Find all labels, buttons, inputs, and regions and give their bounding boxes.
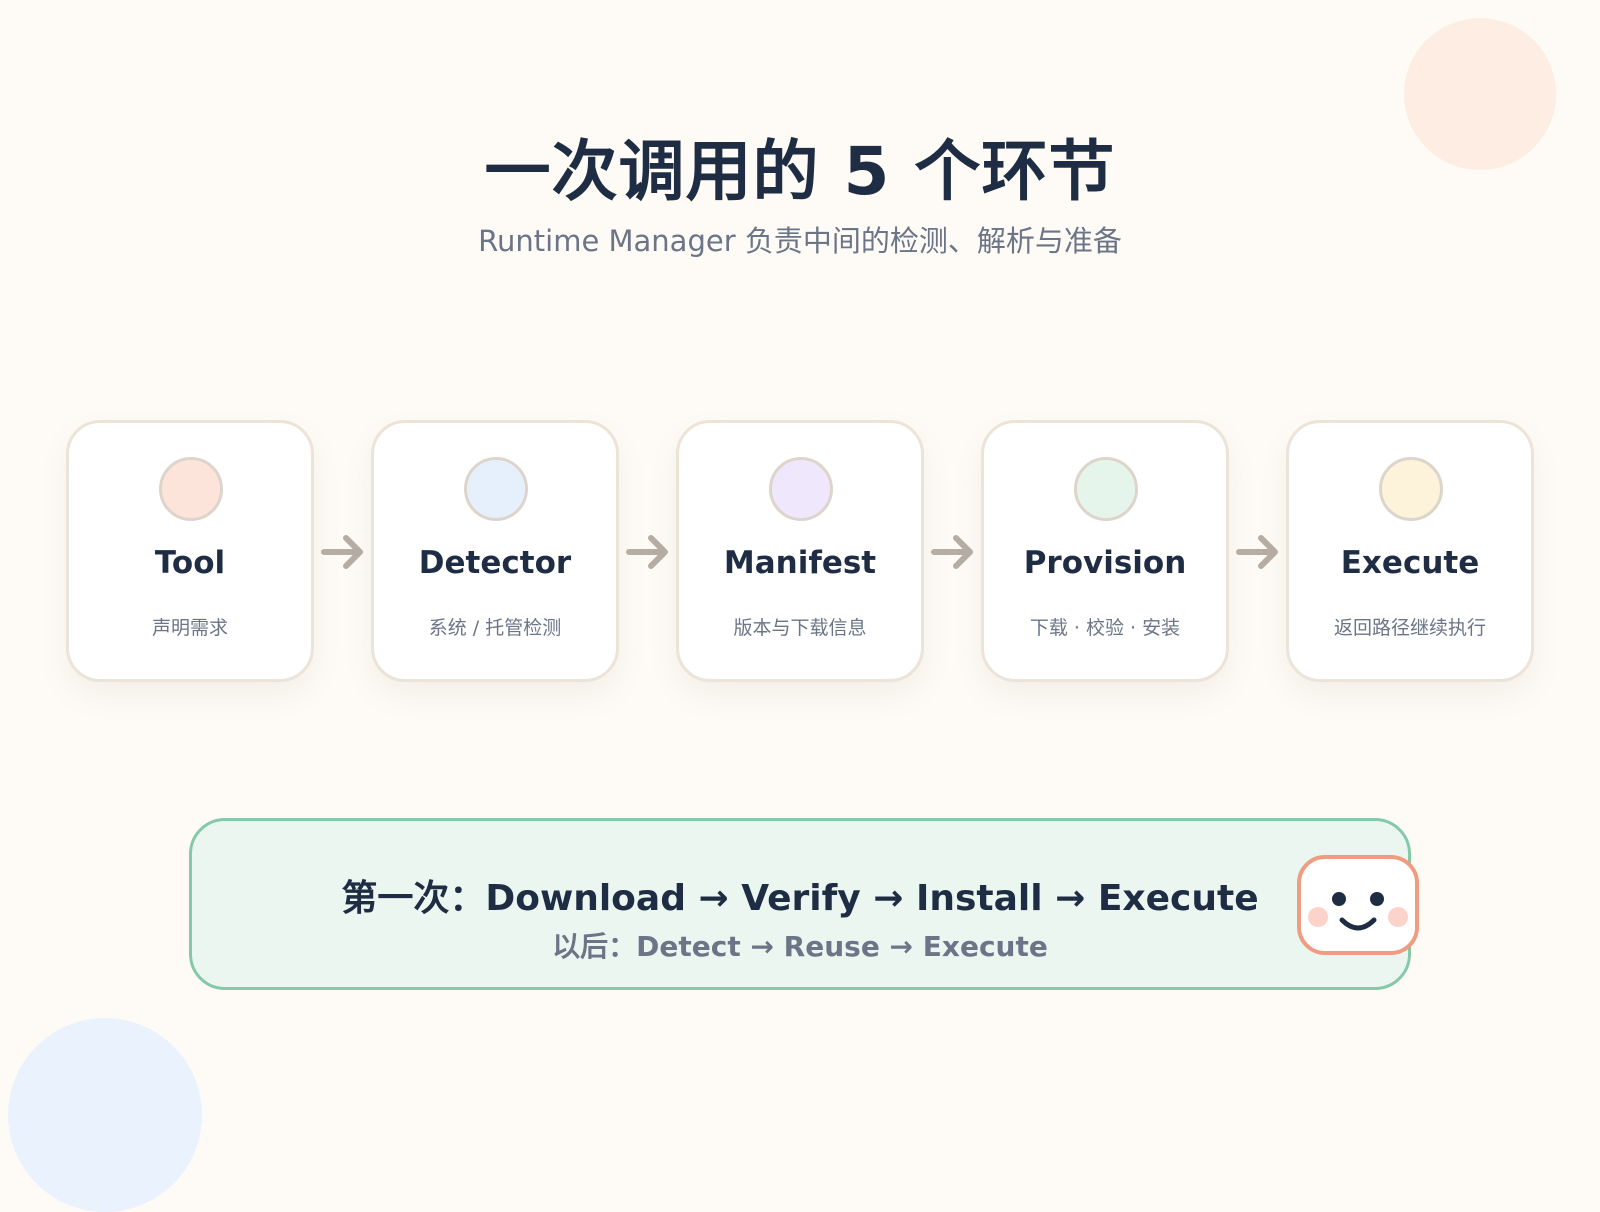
step-card-manifest: Manifest 版本与下载信息 xyxy=(676,420,924,682)
step-dot-provision xyxy=(1074,457,1138,521)
arrow-right-icon xyxy=(931,535,973,569)
page-subtitle: Runtime Manager 负责中间的检测、解析与准备 xyxy=(478,224,1122,258)
step-name: Provision xyxy=(1023,545,1187,581)
step-card-provision: Provision 下载 · 校验 · 安装 xyxy=(981,420,1229,682)
step-name: Detector xyxy=(418,545,572,581)
decorative-circle-bottom-left xyxy=(8,1018,202,1212)
step-dot-detector xyxy=(464,457,528,521)
run-summary-banner: 第一次：Download → Verify → Install → Execut… xyxy=(189,818,1411,990)
step-dot-execute xyxy=(1379,457,1443,521)
step-dot-tool xyxy=(159,457,223,521)
later-runs-text: 以后：Detect → Reuse → Execute xyxy=(552,930,1048,963)
step-dot-manifest xyxy=(769,457,833,521)
step-desc: 版本与下载信息 xyxy=(733,617,867,639)
arrow-right-icon xyxy=(1236,535,1278,569)
step-card-tool: Tool 声明需求 xyxy=(66,420,314,682)
step-desc: 声明需求 xyxy=(151,617,228,639)
pipeline-flow: Tool 声明需求 Detector 系统 / 托管检测 Manifest 版本… xyxy=(66,420,1536,684)
step-name: Execute xyxy=(1340,545,1480,581)
page-title: 一次调用的 5 个环节 xyxy=(484,133,1116,210)
step-card-execute: Execute 返回路径继续执行 xyxy=(1286,420,1534,682)
step-desc: 下载 · 校验 · 安装 xyxy=(1029,617,1181,639)
decorative-circle-top-right xyxy=(1404,18,1556,170)
first-run-text: 第一次：Download → Verify → Install → Execut… xyxy=(341,878,1259,919)
arrow-right-icon xyxy=(321,535,363,569)
smiley-face-icon xyxy=(1297,855,1419,955)
step-name: Tool xyxy=(154,545,226,581)
step-desc: 返回路径继续执行 xyxy=(1333,617,1486,639)
arrow-right-icon xyxy=(626,535,668,569)
step-desc: 系统 / 托管检测 xyxy=(428,617,562,639)
step-name: Manifest xyxy=(723,545,877,581)
step-card-detector: Detector 系统 / 托管检测 xyxy=(371,420,619,682)
